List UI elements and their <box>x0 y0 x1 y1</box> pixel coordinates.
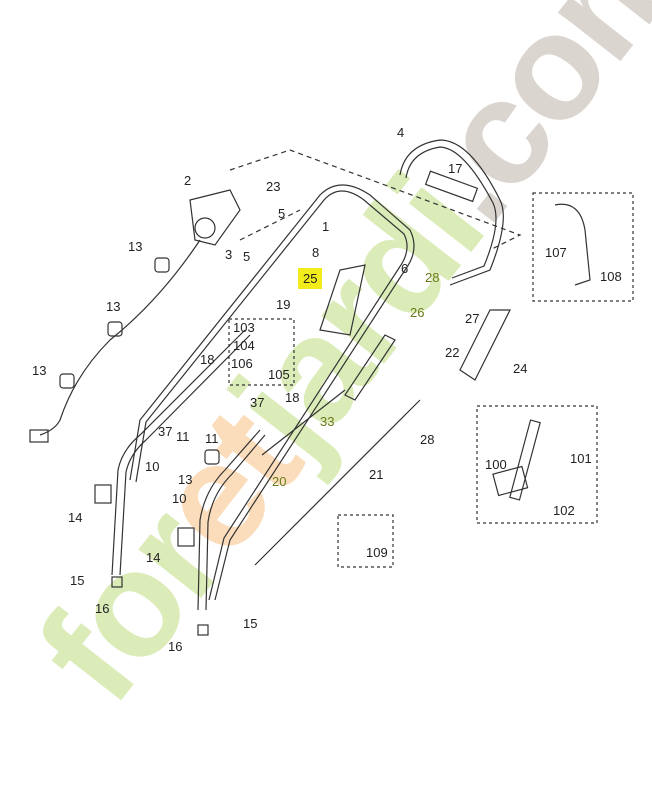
part-label-16b[interactable]: 16 <box>168 639 183 654</box>
part-label-3[interactable]: 3 <box>225 247 233 262</box>
bail-bar <box>399 139 504 286</box>
motor-box <box>189 189 241 246</box>
part-label-5[interactable]: 5 <box>278 206 286 221</box>
part-label-22[interactable]: 22 <box>445 345 460 360</box>
part-label-10[interactable]: 10 <box>145 459 160 474</box>
part-label-5b[interactable]: 5 <box>243 249 251 264</box>
part-label-28b[interactable]: 28 <box>420 432 435 447</box>
box-100-102 <box>476 405 598 524</box>
part-label-13[interactable]: 13 <box>128 239 143 254</box>
part-label-18[interactable]: 18 <box>200 352 215 367</box>
part-label-13c[interactable]: 13 <box>32 363 47 378</box>
part-label-108[interactable]: 108 <box>600 269 622 284</box>
part-label-101[interactable]: 101 <box>570 451 592 466</box>
part-label-27[interactable]: 27 <box>465 311 480 326</box>
part-label-20[interactable]: 20 <box>272 474 287 489</box>
part-label-106[interactable]: 106 <box>231 356 253 371</box>
part-label-109[interactable]: 109 <box>366 545 388 560</box>
part-label-1[interactable]: 1 <box>322 219 330 234</box>
part-label-11b[interactable]: 11 <box>205 431 219 446</box>
box-109 <box>337 514 394 568</box>
part-label-13b[interactable]: 13 <box>106 299 121 314</box>
part-label-105[interactable]: 105 <box>268 367 290 382</box>
part-label-11[interactable]: 11 <box>176 429 190 444</box>
part-label-33[interactable]: 33 <box>320 414 335 429</box>
part-label-24[interactable]: 24 <box>513 361 528 376</box>
part-label-19[interactable]: 19 <box>276 297 291 312</box>
part-label-8[interactable]: 8 <box>312 245 320 260</box>
box-103-106 <box>228 318 295 386</box>
part-label-25-highlighted[interactable]: 25 <box>298 268 323 289</box>
part-label-16[interactable]: 16 <box>95 601 110 616</box>
part-label-21[interactable]: 21 <box>369 467 384 482</box>
part-label-100[interactable]: 100 <box>485 457 507 472</box>
part-label-14[interactable]: 14 <box>68 510 83 525</box>
part-label-23[interactable]: 23 <box>266 179 281 194</box>
cable <box>39 239 201 436</box>
part-label-28[interactable]: 28 <box>425 270 440 285</box>
part-label-10b[interactable]: 10 <box>172 491 187 506</box>
box-107-108 <box>532 192 634 302</box>
part-label-107[interactable]: 107 <box>545 245 567 260</box>
upper-handle <box>129 184 415 601</box>
part-label-17[interactable]: 17 <box>448 161 463 176</box>
lower-handle-right <box>197 429 261 611</box>
part-label-103[interactable]: 103 <box>233 320 255 335</box>
part-label-6[interactable]: 6 <box>401 261 409 276</box>
part-label-102[interactable]: 102 <box>553 503 575 518</box>
part-label-14b[interactable]: 14 <box>146 550 161 565</box>
part-label-15b[interactable]: 15 <box>243 616 258 631</box>
part-label-4[interactable]: 4 <box>397 125 405 140</box>
part-label-15[interactable]: 15 <box>70 573 85 588</box>
lower-handle-left <box>111 329 246 576</box>
part-label-37b[interactable]: 37 <box>158 424 173 439</box>
part-label-37[interactable]: 37 <box>250 395 265 410</box>
control-cable <box>254 399 421 566</box>
part-label-2[interactable]: 2 <box>184 173 192 188</box>
part-label-18b[interactable]: 18 <box>285 390 300 405</box>
part-label-26[interactable]: 26 <box>410 305 425 320</box>
part-label-13d[interactable]: 13 <box>178 472 193 487</box>
part-label-104[interactable]: 104 <box>233 338 255 353</box>
